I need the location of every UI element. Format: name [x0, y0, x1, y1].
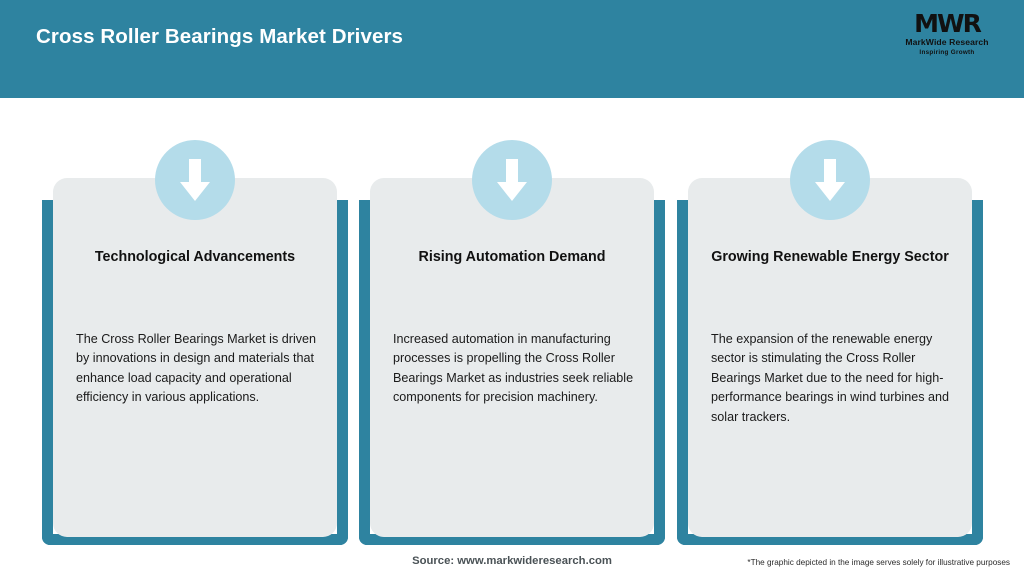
down-arrow-icon: [790, 140, 870, 220]
down-arrow-icon: [155, 140, 235, 220]
page-title: Cross Roller Bearings Market Drivers: [36, 25, 404, 48]
card-surface: Growing Renewable Energy Sector The expa…: [688, 178, 972, 537]
logo-company-name: MarkWide Research: [905, 37, 989, 47]
card-body-text: The Cross Roller Bearings Market is driv…: [76, 332, 317, 405]
card-accent-frame: [677, 200, 983, 545]
card-accent-frame: [42, 200, 348, 545]
logo-monogram: MWR: [914, 9, 982, 38]
card-heading: Technological Advancements: [94, 249, 296, 265]
card-heading: Rising Automation Demand: [418, 249, 606, 265]
driver-cards-row: Technological Advancements The Cross Rol…: [0, 140, 1024, 546]
driver-card-3: Growing Renewable Energy Sector The expa…: [671, 140, 989, 546]
down-arrow-icon: [472, 140, 552, 220]
card-accent-frame: [359, 200, 665, 545]
header-band: Cross Roller Bearings Market Drivers MWR…: [0, 0, 1024, 98]
card-heading: Growing Renewable Energy Sector: [711, 249, 949, 265]
card-surface: Technological Advancements The Cross Rol…: [53, 178, 337, 537]
brand-logo: MWR MarkWide Research Inspiring Growth: [888, 10, 1006, 68]
card-body-text: The expansion of the renewable energy se…: [711, 332, 950, 424]
logo-tagline: Inspiring Growth: [919, 49, 975, 56]
card-surface: Rising Automation Demand Increased autom…: [370, 178, 654, 537]
card-body-text: Increased automation in manufacturing pr…: [393, 332, 634, 405]
source-label: Source: www.markwideresearch.com: [412, 555, 612, 567]
disclaimer-note: *The graphic depicted in the image serve…: [747, 558, 1010, 567]
driver-card-1: Technological Advancements The Cross Rol…: [36, 140, 354, 546]
driver-card-2: Rising Automation Demand Increased autom…: [353, 140, 671, 546]
